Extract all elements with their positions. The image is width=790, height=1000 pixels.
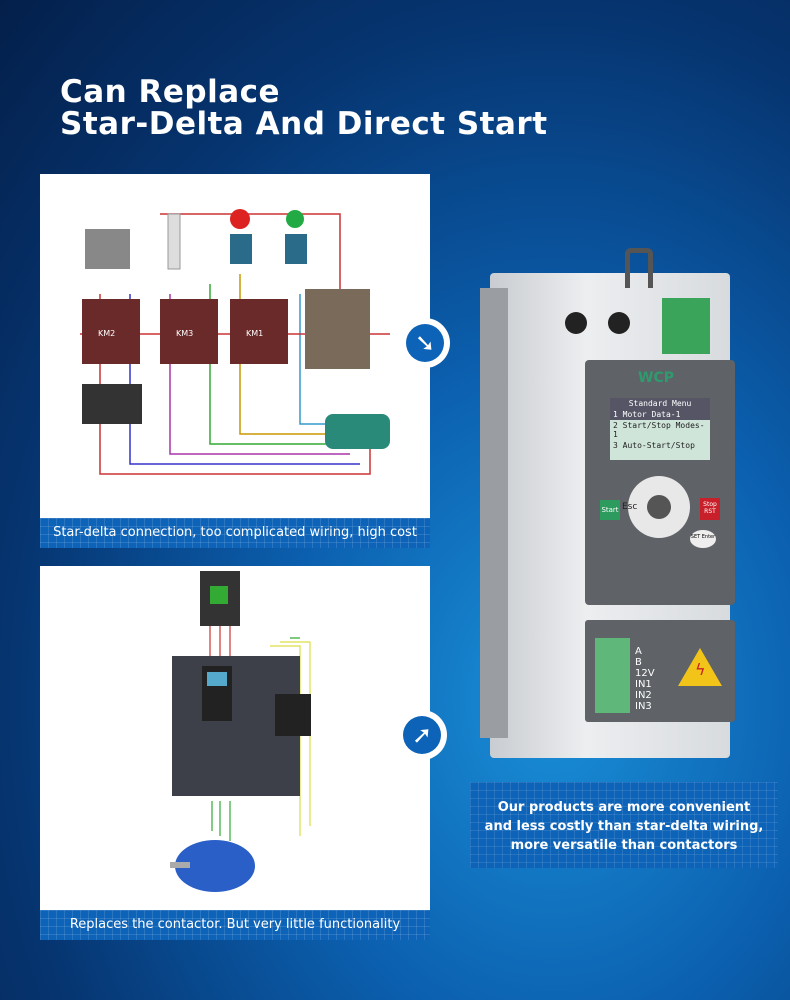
arrow-up-right-icon: ➚ <box>397 710 447 760</box>
caption: Replaces the contactor. But very little … <box>40 910 430 940</box>
contactor-wiring-image <box>170 571 311 892</box>
contactor-label: KM2 <box>98 329 115 338</box>
comparison-note: Our products are more convenient and les… <box>470 782 778 868</box>
contactor-label: KM3 <box>176 329 193 338</box>
stop-reset-button[interactable]: Stop RST <box>700 498 720 520</box>
terminal-block <box>595 638 630 713</box>
star-delta-wiring-image: KM2 KM3 KM1 <box>80 209 390 475</box>
start-button[interactable]: Start <box>600 500 620 520</box>
contactor-panel: Replaces the contactor. But very little … <box>40 566 430 940</box>
soft-starter-product-image: WCP Standard Menu 1 Motor Data-1 2 Start… <box>480 248 740 768</box>
caption: Star-delta connection, too complicated w… <box>40 518 430 548</box>
esc-button[interactable]: Esc <box>622 502 638 512</box>
set-enter-button[interactable]: SET Enter <box>690 530 716 548</box>
arrow-down-right-icon: ➘ <box>400 318 450 368</box>
page-title: Can Replace Star-Delta And Direct Start <box>60 74 548 142</box>
navigation-pad[interactable] <box>628 476 690 538</box>
star-delta-panel: KM2 KM3 KM1 Star-delta connection, too c… <box>40 174 430 548</box>
lcd-screen: Standard Menu 1 Motor Data-1 2 Start/Sto… <box>610 398 710 460</box>
contactor-label: KM1 <box>246 329 263 338</box>
high-voltage-warning-icon: ϟ <box>678 648 722 686</box>
brand-logo: WCP <box>638 370 674 386</box>
